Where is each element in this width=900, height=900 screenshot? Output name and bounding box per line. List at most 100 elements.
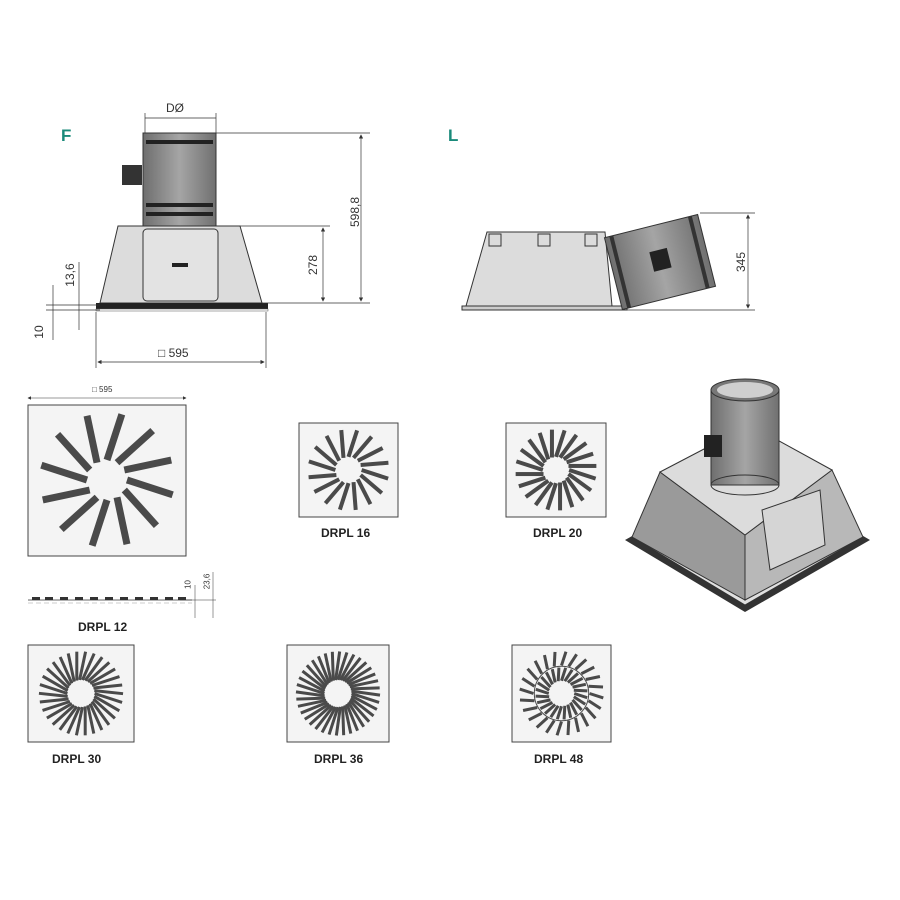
drpl48-slot bbox=[550, 668, 557, 683]
drpl30-slot bbox=[86, 704, 96, 734]
drpl30-slot bbox=[51, 661, 72, 687]
drpl20-slot bbox=[515, 459, 544, 472]
drpl36-slot bbox=[310, 659, 329, 686]
drpl30-slot bbox=[74, 706, 84, 736]
drpl36-slot bbox=[347, 701, 366, 728]
model-label-drpl16: DRPL 16 bbox=[321, 526, 371, 540]
drpl30-slot bbox=[58, 656, 74, 685]
drpl48-slot bbox=[571, 698, 583, 711]
drpl36-slot bbox=[348, 699, 371, 723]
drpl30-slot bbox=[91, 675, 120, 687]
strip-slot bbox=[90, 597, 98, 600]
drpl12-slot bbox=[121, 487, 160, 529]
drpl16-slot bbox=[308, 473, 337, 480]
drpl12-slot bbox=[103, 413, 126, 462]
drpl48-slot bbox=[585, 675, 601, 681]
drpl36-slot bbox=[351, 689, 381, 697]
drpl36-slot bbox=[345, 703, 359, 732]
drpl48-slot bbox=[533, 660, 544, 675]
drpl30-slot bbox=[46, 702, 73, 720]
drpl16-slot bbox=[313, 445, 338, 467]
face-view-drpl12 bbox=[27, 396, 187, 557]
drpl30-slot bbox=[66, 706, 81, 735]
drpl48-slot bbox=[563, 668, 574, 683]
dim-side-height: 345 bbox=[734, 251, 748, 273]
drpl30-slot bbox=[41, 674, 69, 692]
drpl20-slot bbox=[565, 451, 594, 465]
drpl36-slot bbox=[296, 683, 325, 695]
isometric-view bbox=[625, 378, 870, 612]
drpl48-slot bbox=[552, 651, 557, 667]
arrow-icon bbox=[172, 263, 188, 267]
drpl20-slot bbox=[562, 441, 588, 462]
drpl48-slot bbox=[555, 705, 563, 720]
drpl48-slot bbox=[589, 692, 604, 700]
drpl30-slot bbox=[51, 704, 76, 726]
diffuser-drpl20 bbox=[505, 422, 607, 518]
drpl12-slot bbox=[123, 456, 172, 474]
drpl48-slot bbox=[572, 682, 587, 689]
drpl30-slot bbox=[94, 689, 124, 696]
dim-plate-thickness: 10 bbox=[32, 325, 46, 339]
drpl36-slot bbox=[351, 692, 380, 704]
strip-slot bbox=[60, 597, 68, 600]
strip-slot bbox=[105, 597, 113, 600]
drpl20-slot bbox=[564, 476, 585, 502]
drpl48-slot bbox=[567, 653, 578, 668]
drpl16-slot bbox=[339, 429, 346, 459]
drpl48-slot bbox=[584, 706, 597, 720]
drpl30-slot bbox=[88, 702, 104, 731]
drpl36-slot bbox=[347, 672, 376, 687]
drpl48-slot bbox=[579, 712, 590, 727]
strip-slot bbox=[165, 597, 173, 600]
drpl20-slot bbox=[527, 438, 548, 464]
drpl16-slot bbox=[351, 481, 358, 511]
drpl48-slot bbox=[556, 667, 561, 682]
drpl16-slot bbox=[308, 459, 336, 472]
strip-slot bbox=[135, 597, 143, 600]
drpl36-slot bbox=[327, 706, 340, 736]
actuator-icon bbox=[649, 247, 672, 272]
drpl36-slot bbox=[350, 686, 380, 691]
strip-slot bbox=[75, 597, 83, 600]
drpl36-slot bbox=[303, 702, 331, 721]
drpl36-slot bbox=[300, 700, 329, 715]
drpl16-slot bbox=[355, 478, 373, 506]
drpl48-slot bbox=[544, 671, 554, 686]
drpl30-slot bbox=[78, 651, 88, 681]
actuator-icon bbox=[704, 435, 722, 457]
drpl20-slot bbox=[537, 432, 551, 461]
drpl16-slot bbox=[324, 434, 342, 462]
dim-drpl12-thickness: 10 bbox=[183, 580, 193, 589]
drpl48-slot bbox=[535, 694, 550, 699]
actuator-icon bbox=[122, 165, 142, 185]
drpl16-slot bbox=[361, 468, 389, 481]
strip-slot bbox=[32, 597, 40, 600]
diffuser-drpl36 bbox=[286, 644, 390, 743]
drpl36-slot bbox=[343, 661, 368, 683]
drpl36-slot bbox=[339, 653, 356, 681]
dim-plate-width: □ 595 bbox=[158, 346, 189, 360]
dim-duct-diameter: DØ bbox=[166, 101, 184, 115]
model-label-drpl48: DRPL 48 bbox=[534, 752, 584, 766]
drpl36-slot bbox=[350, 694, 378, 711]
drpl12-slot bbox=[58, 494, 100, 533]
dim-plate-offset: 13,6 bbox=[63, 263, 77, 287]
drpl36-slot bbox=[308, 704, 333, 726]
drpl48-slot bbox=[566, 720, 571, 736]
drpl16-slot bbox=[323, 480, 346, 505]
drpl20-slot bbox=[515, 472, 544, 477]
drpl12-slot bbox=[54, 431, 93, 473]
drpl16-slot bbox=[359, 473, 384, 495]
drpl48-slot bbox=[535, 716, 549, 729]
drpl36-slot bbox=[320, 706, 337, 734]
drpl36-slot bbox=[334, 651, 342, 681]
diffuser-drpl16 bbox=[298, 422, 399, 518]
drpl48-slot bbox=[588, 684, 604, 689]
drpl20-slot bbox=[568, 463, 597, 468]
model-label-drpl20: DRPL 20 bbox=[533, 526, 583, 540]
model-label-drpl36: DRPL 36 bbox=[314, 752, 364, 766]
drpl36-slot bbox=[301, 669, 327, 691]
drpl30-slot bbox=[93, 683, 123, 690]
drpl36-slot bbox=[295, 690, 325, 698]
